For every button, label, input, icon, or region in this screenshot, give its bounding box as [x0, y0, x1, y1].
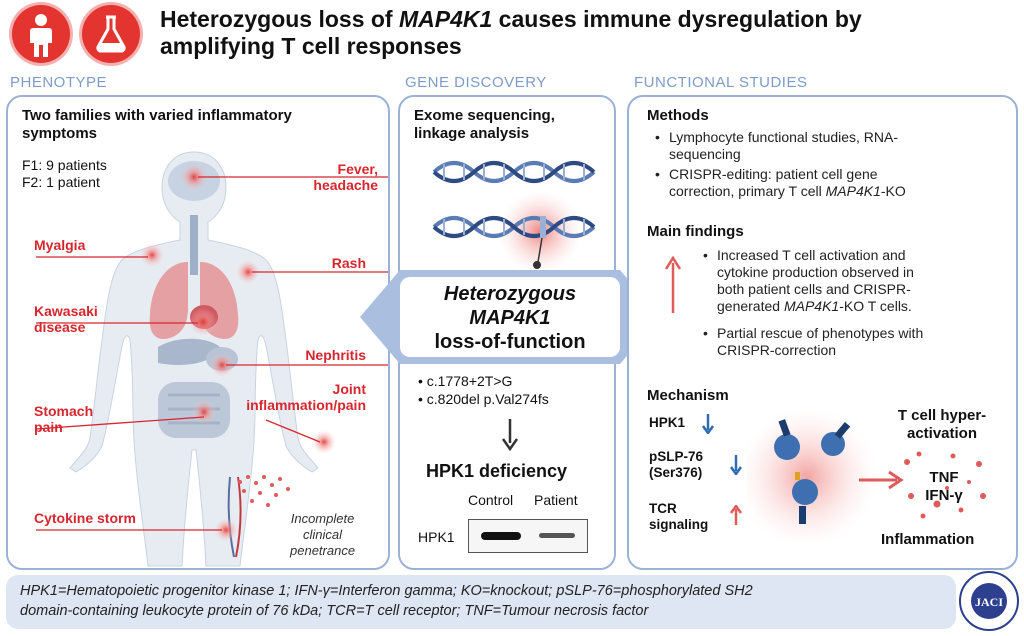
t-cell-outcome-label: T cell hyper- activation [897, 407, 987, 442]
findings-heading: Main findings [647, 223, 744, 240]
flask-icon [82, 5, 140, 63]
findings-list: Increased T cell activation and cytokine… [701, 247, 1001, 362]
central-finding: Heterozygous MAP4K1 loss-of-function [434, 283, 586, 353]
jaci-logo: JACI [959, 571, 1019, 631]
blot-row-label: HPK1 [418, 529, 455, 545]
symptom-nephritis: Nephritis [305, 347, 366, 363]
pslp-down-arrow-icon [729, 455, 743, 475]
hpk1-down-arrow-icon [701, 414, 715, 434]
blot-band-control [481, 532, 521, 540]
page-title: Heterozygous loss of MAP4K1 causes immun… [160, 6, 862, 59]
abbreviations-caption: HPK1=Hematopoietic progenitor kinase 1; … [6, 575, 956, 629]
blot-control-label: Control [468, 492, 514, 508]
section-label-functional-studies: FUNCTIONAL STUDIES [634, 74, 808, 91]
symptom-stomach: Stomach pain [34, 403, 94, 435]
symptom-rash: Rash [331, 255, 366, 271]
central-finding-arrow [360, 270, 660, 364]
symptom-myalgia: Myalgia [34, 237, 86, 253]
dna-helix-illustration [432, 161, 596, 274]
section-label-phenotype: PHENOTYPE [10, 74, 108, 91]
down-arrow-icon [501, 419, 519, 451]
gene-discovery-heading: Exome sequencing, linkage analysis [414, 107, 555, 142]
list-item: Lymphocyte functional studies, RNA- sequ… [653, 129, 1003, 163]
cytokines-label: TNF IFN-γ [925, 469, 963, 504]
person-icon [12, 5, 70, 63]
mech-tcr-label: TCR signaling [649, 501, 709, 532]
family-counts: F1: 9 patients F2: 1 patient [22, 157, 107, 190]
variant-list: • c.1778+2T>G • c.820del p.Val274fs [418, 373, 549, 407]
list-item: Partial rescue of phenotypes with CRISPR… [701, 325, 1001, 359]
symptom-cytokine-storm: Cytokine storm [34, 510, 136, 526]
penetrance-note: Incomplete clinical penetrance [290, 511, 356, 558]
list-item: CRISPR-editing: patient cell gene correc… [653, 166, 1003, 200]
blot-patient-label: Patient [534, 492, 578, 508]
symptom-joint: Joint inflammation/pain [246, 381, 366, 413]
methods-heading: Methods [647, 107, 709, 124]
blot-band-patient [539, 533, 575, 538]
svg-text:JACI: JACI [975, 595, 1003, 609]
western-blot [468, 519, 588, 553]
mech-pslp-label: pSLP-76 (Ser376) [649, 449, 704, 480]
phenotype-heading: Two families with varied inflammatory sy… [22, 107, 292, 142]
symptom-fever: Fever, headache [313, 161, 378, 193]
functional-studies-panel: Methods Lymphocyte functional studies, R… [627, 95, 1018, 570]
mech-hpk1-label: HPK1 [649, 415, 686, 430]
list-item: Increased T cell activation and cytokine… [701, 247, 1001, 315]
section-label-gene-discovery: GENE DISCOVERY [405, 74, 547, 91]
up-arrow-icon [664, 255, 682, 313]
body-illustration [35, 151, 388, 567]
methods-list: Lymphocyte functional studies, RNA- sequ… [653, 129, 1003, 203]
hpk1-deficiency-label: HPK1 deficiency [426, 461, 568, 481]
phenotype-panel: Two families with varied inflammatory sy… [6, 95, 390, 570]
inflammation-label: Inflammation [881, 531, 975, 548]
t-cell-illustration [747, 407, 986, 542]
symptom-kawasaki: Kawasaki disease [34, 303, 98, 335]
tcr-up-arrow-icon [729, 505, 743, 525]
mechanism-heading: Mechanism [647, 387, 729, 404]
